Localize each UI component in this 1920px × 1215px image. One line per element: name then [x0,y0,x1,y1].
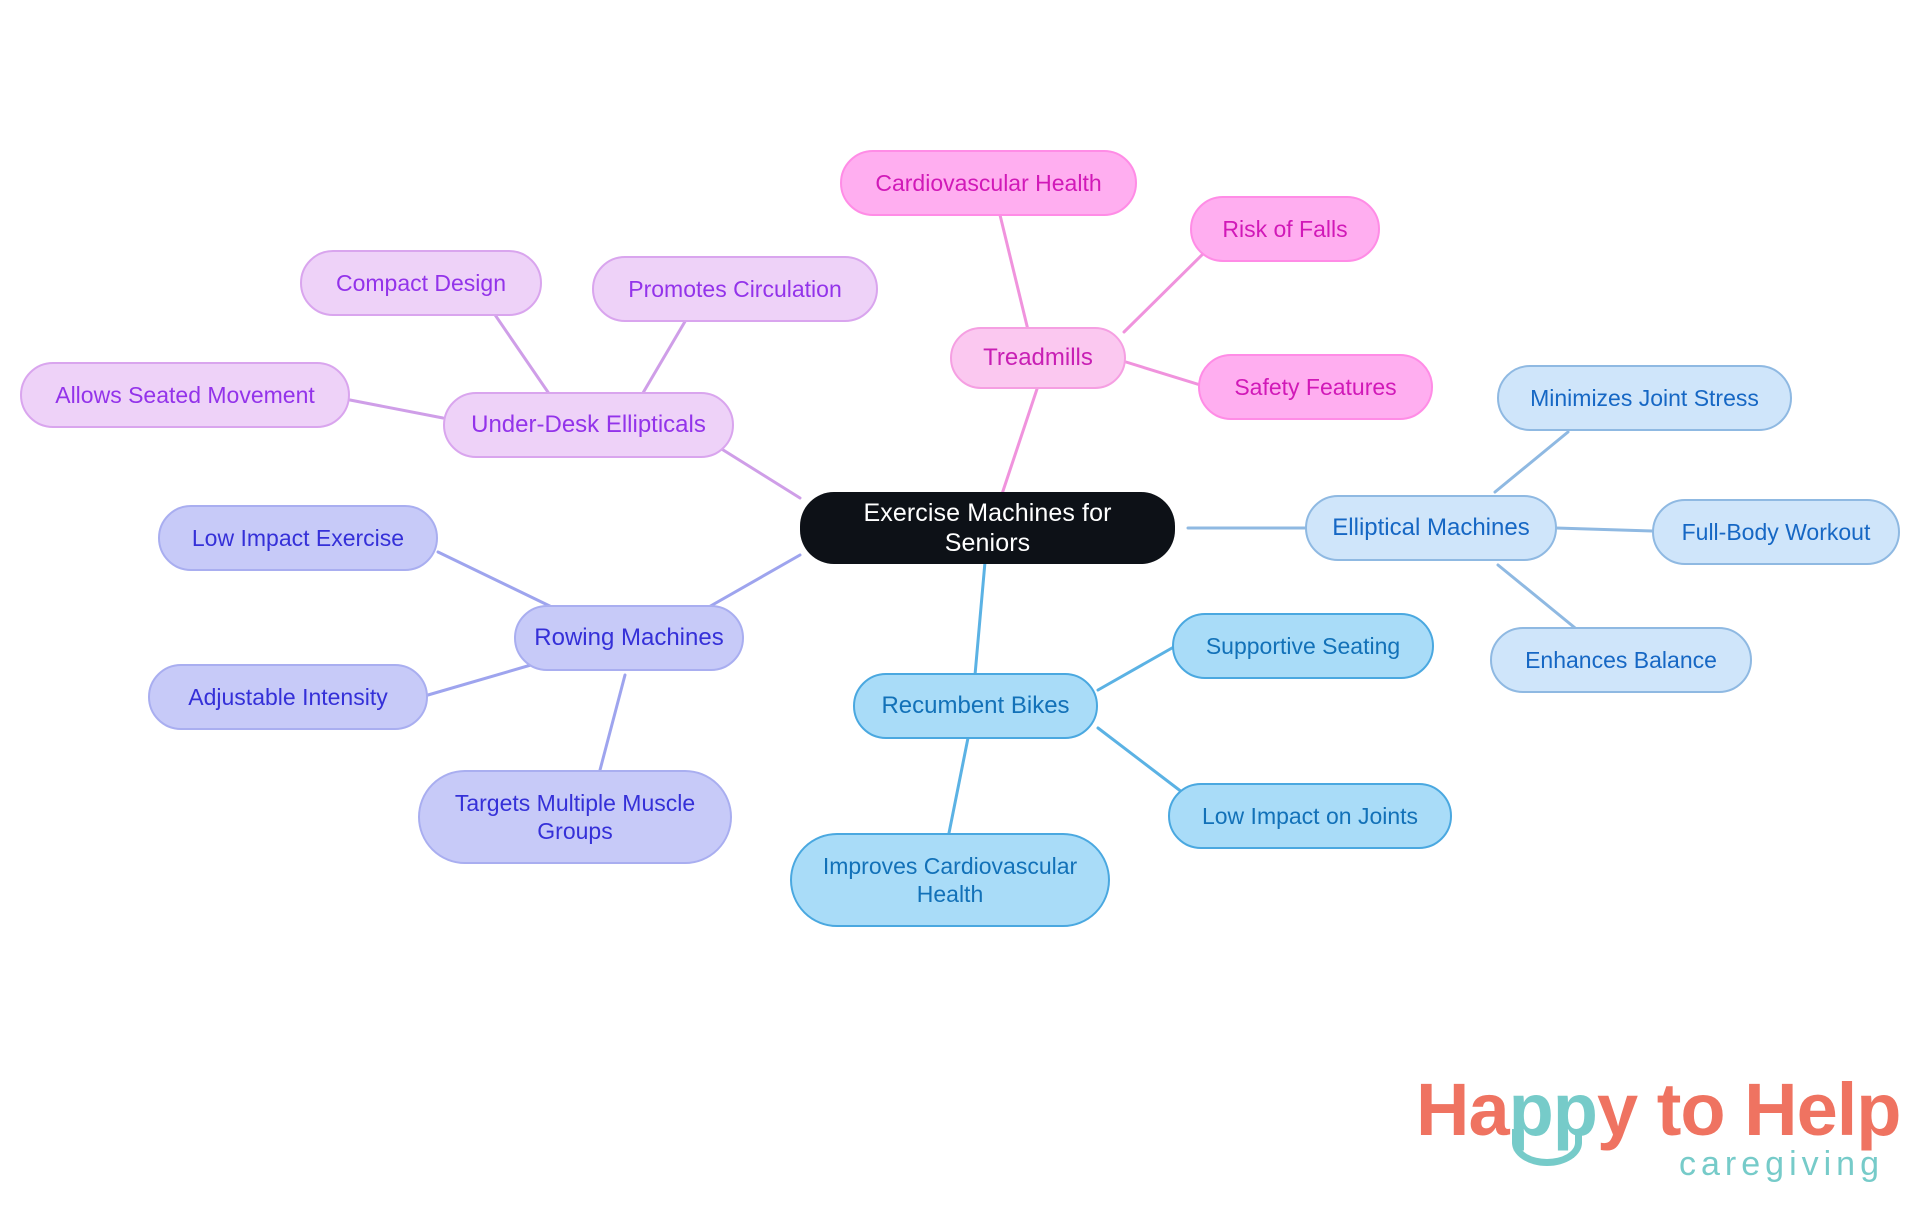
node-improves-cardiovascular-health-label: Improves Cardiovascular Health [822,852,1078,907]
edge-root-treadmills [998,378,1042,502]
node-targets-multiple-muscle-groups-label: Targets Multiple Muscle Groups [454,789,696,844]
node-rowing-machines[interactable]: Rowing Machines [514,605,744,671]
node-recumbent-bikes[interactable]: Recumbent Bikes [853,673,1098,739]
logo-wordmark: Happy to Help [1416,1073,1902,1147]
node-promotes-circulation-label: Promotes Circulation [628,275,842,302]
node-risk-of-falls[interactable]: Risk of Falls [1190,196,1380,262]
node-low-impact-exercise[interactable]: Low Impact Exercise [158,505,438,571]
node-enhances-balance[interactable]: Enhances Balance [1490,627,1752,693]
node-minimizes-joint-stress[interactable]: Minimizes Joint Stress [1497,365,1792,431]
brand-logo: Happy to Help caregiving [1416,1073,1902,1191]
edge-treadmills-cardio-health [998,213,1030,332]
node-full-body-workout-label: Full-Body Workout [1681,518,1871,545]
node-risk-of-falls-label: Risk of Falls [1222,215,1348,242]
edge-rowing-low-impact-exercise [436,550,560,612]
edge-treadmills-risk-of-falls [1122,243,1214,334]
edge-elliptical-minimizes-joint-stress [1493,430,1570,494]
logo-happy-y: y [1597,1068,1638,1151]
node-low-impact-on-joints-label: Low Impact on Joints [1201,802,1419,829]
node-under-desk-ellipticals-label: Under-Desk Ellipticals [471,411,706,439]
logo-to-help: to Help [1637,1068,1902,1151]
node-low-impact-exercise-label: Low Impact Exercise [191,524,405,551]
edge-root-recumbent-bikes [973,560,987,677]
edge-recumbent-improves-cardio-health [946,726,972,840]
logo-tagline: caregiving [1679,1145,1884,1183]
node-elliptical-machines-label: Elliptical Machines [1332,514,1530,542]
node-adjustable-intensity[interactable]: Adjustable Intensity [148,664,428,730]
node-rowing-machines-label: Rowing Machines [534,624,724,652]
edge-rowing-targets-muscle-groups [598,673,627,772]
node-full-body-workout[interactable]: Full-Body Workout [1652,499,1900,565]
node-elliptical-machines[interactable]: Elliptical Machines [1305,495,1557,561]
edge-elliptical-full-body-workout [1554,526,1654,533]
node-adjustable-intensity-label: Adjustable Intensity [188,683,388,710]
edge-root-rowing-machines [698,553,802,614]
node-promotes-circulation[interactable]: Promotes Circulation [592,256,878,322]
node-under-desk-ellipticals[interactable]: Under-Desk Ellipticals [443,392,734,458]
node-allows-seated-movement-label: Allows Seated Movement [55,381,315,408]
node-supportive-seating-label: Supportive Seating [1205,632,1401,659]
node-compact-design[interactable]: Compact Design [300,250,542,316]
node-cardiovascular-health[interactable]: Cardiovascular Health [840,150,1137,216]
node-minimizes-joint-stress-label: Minimizes Joint Stress [1530,384,1759,411]
node-improves-cardiovascular-health[interactable]: Improves Cardiovascular Health [790,833,1110,927]
node-targets-multiple-muscle-groups[interactable]: Targets Multiple Muscle Groups [418,770,732,864]
node-cardiovascular-health-label: Cardiovascular Health [875,169,1102,196]
node-compact-design-label: Compact Design [335,269,507,296]
node-treadmills-label: Treadmills [983,344,1093,372]
node-safety-features-label: Safety Features [1234,373,1397,400]
node-root[interactable]: Exercise Machines for Seniors [800,492,1175,564]
edge-recumbent-supportive-seating [1096,646,1174,692]
node-safety-features[interactable]: Safety Features [1198,354,1433,420]
node-supportive-seating[interactable]: Supportive Seating [1172,613,1434,679]
node-low-impact-on-joints[interactable]: Low Impact on Joints [1168,783,1452,849]
node-enhances-balance-label: Enhances Balance [1525,646,1717,673]
edge-under-desk-allows-seated-movement [348,398,445,420]
logo-happy-ha: Ha [1416,1068,1510,1151]
node-treadmills[interactable]: Treadmills [950,327,1126,389]
smile-icon [1512,1129,1582,1166]
edge-root-under-desk-ellipticals [718,446,802,500]
node-recumbent-bikes-label: Recumbent Bikes [881,692,1070,720]
edge-elliptical-enhances-balance [1496,563,1582,634]
node-root-label: Exercise Machines for Seniors [863,498,1112,558]
node-allows-seated-movement[interactable]: Allows Seated Movement [20,362,350,428]
